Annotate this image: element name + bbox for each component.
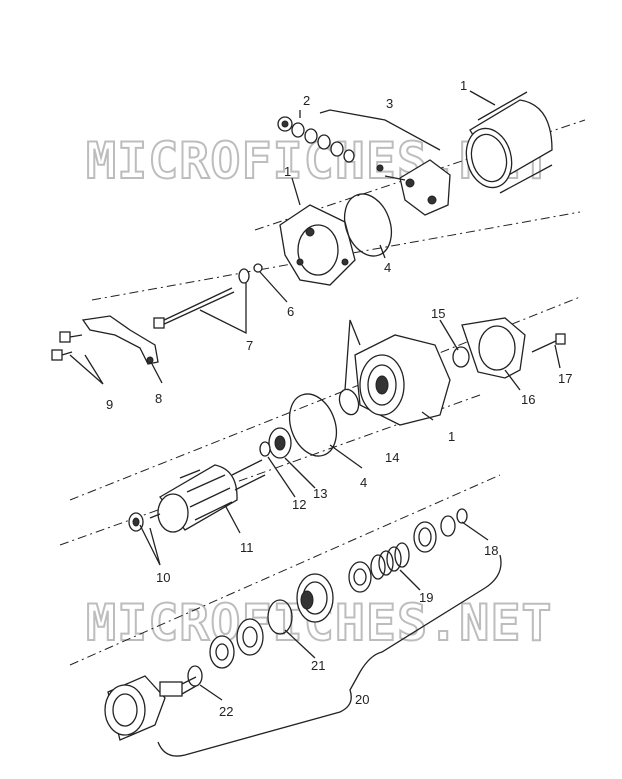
callout-17: 17 <box>558 371 572 386</box>
o-ring-top <box>343 193 393 257</box>
callout-4b: 4 <box>360 475 367 490</box>
callout-11: 11 <box>240 540 254 555</box>
pinion-shaft <box>104 675 197 741</box>
clutch-hub <box>209 618 264 669</box>
callout-3: 3 <box>386 96 393 111</box>
snap-ring-21 <box>267 599 293 635</box>
washer-15 <box>452 346 470 368</box>
callout-22: 22 <box>219 704 233 719</box>
bolt-17 <box>531 333 566 353</box>
terminal-nuts-washers <box>277 116 384 172</box>
bearing-13-bore <box>274 435 286 451</box>
callout-1c: 1 <box>448 429 455 444</box>
callout-2: 2 <box>303 93 310 108</box>
o-ring-middle <box>288 393 338 457</box>
callout-14: 14 <box>385 450 399 465</box>
spring-and-collar <box>348 542 410 593</box>
bracket-bolts <box>51 331 83 361</box>
callout-4a: 4 <box>384 260 391 275</box>
callout-labels: 1 2 3 1 4 6 7 9 8 15 17 16 1 14 4 13 12 … <box>106 78 572 719</box>
armature <box>149 459 266 533</box>
ring-22 <box>187 665 203 687</box>
callout-9: 9 <box>106 397 113 412</box>
callout-15: 15 <box>431 306 445 321</box>
leader-lines <box>69 90 561 757</box>
callout-18: 18 <box>484 543 498 558</box>
drive-end-housing <box>354 334 451 426</box>
callout-21: 21 <box>311 658 325 673</box>
brushes <box>128 512 144 532</box>
callout-7: 7 <box>246 338 253 353</box>
callout-20: 20 <box>355 692 369 707</box>
callout-1a: 1 <box>460 78 467 93</box>
callout-10: 10 <box>156 570 170 585</box>
callout-8: 8 <box>155 391 162 406</box>
callout-1b: 1 <box>284 164 291 179</box>
gasket-hole <box>478 325 516 371</box>
parts-18 <box>413 508 468 553</box>
through-bolt <box>153 268 250 329</box>
mounting-bracket <box>81 315 159 365</box>
callout-16: 16 <box>521 392 535 407</box>
washer-12 <box>259 441 271 457</box>
callout-12: 12 <box>292 497 306 512</box>
small-o-ring <box>253 263 263 273</box>
callout-13: 13 <box>313 486 327 501</box>
brush-holder <box>319 109 451 216</box>
gasket <box>461 317 526 379</box>
callout-19: 19 <box>419 590 433 605</box>
callout-6: 6 <box>287 304 294 319</box>
yoke-housing <box>465 91 553 194</box>
end-cover <box>279 204 356 286</box>
clutch-gear <box>296 573 334 623</box>
